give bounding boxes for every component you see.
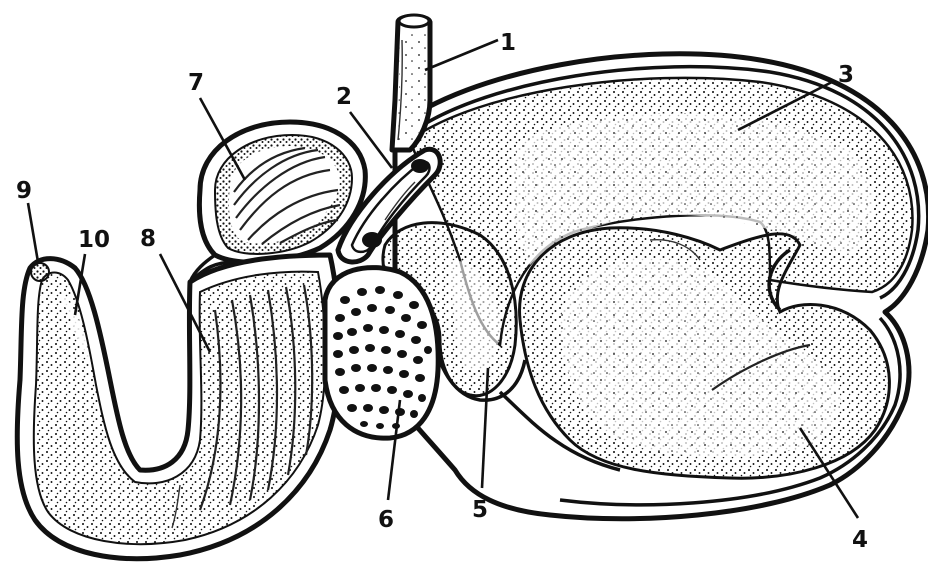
- label-9: 9: [16, 178, 32, 204]
- label-7: 7: [188, 70, 204, 96]
- label-4: 4: [852, 527, 868, 553]
- label-1: 1: [500, 30, 516, 56]
- leader-9: [28, 203, 38, 262]
- groove-opening-upper: [411, 159, 429, 173]
- label-5: 5: [472, 497, 488, 523]
- label-6: 6: [378, 507, 394, 533]
- label-2: 2: [336, 84, 352, 110]
- label-3: 3: [838, 62, 854, 88]
- groove-opening-lower: [362, 232, 382, 248]
- label-8: 8: [140, 226, 156, 252]
- pylorus: [31, 263, 49, 281]
- leader-1: [425, 40, 498, 70]
- label-10: 10: [78, 227, 110, 253]
